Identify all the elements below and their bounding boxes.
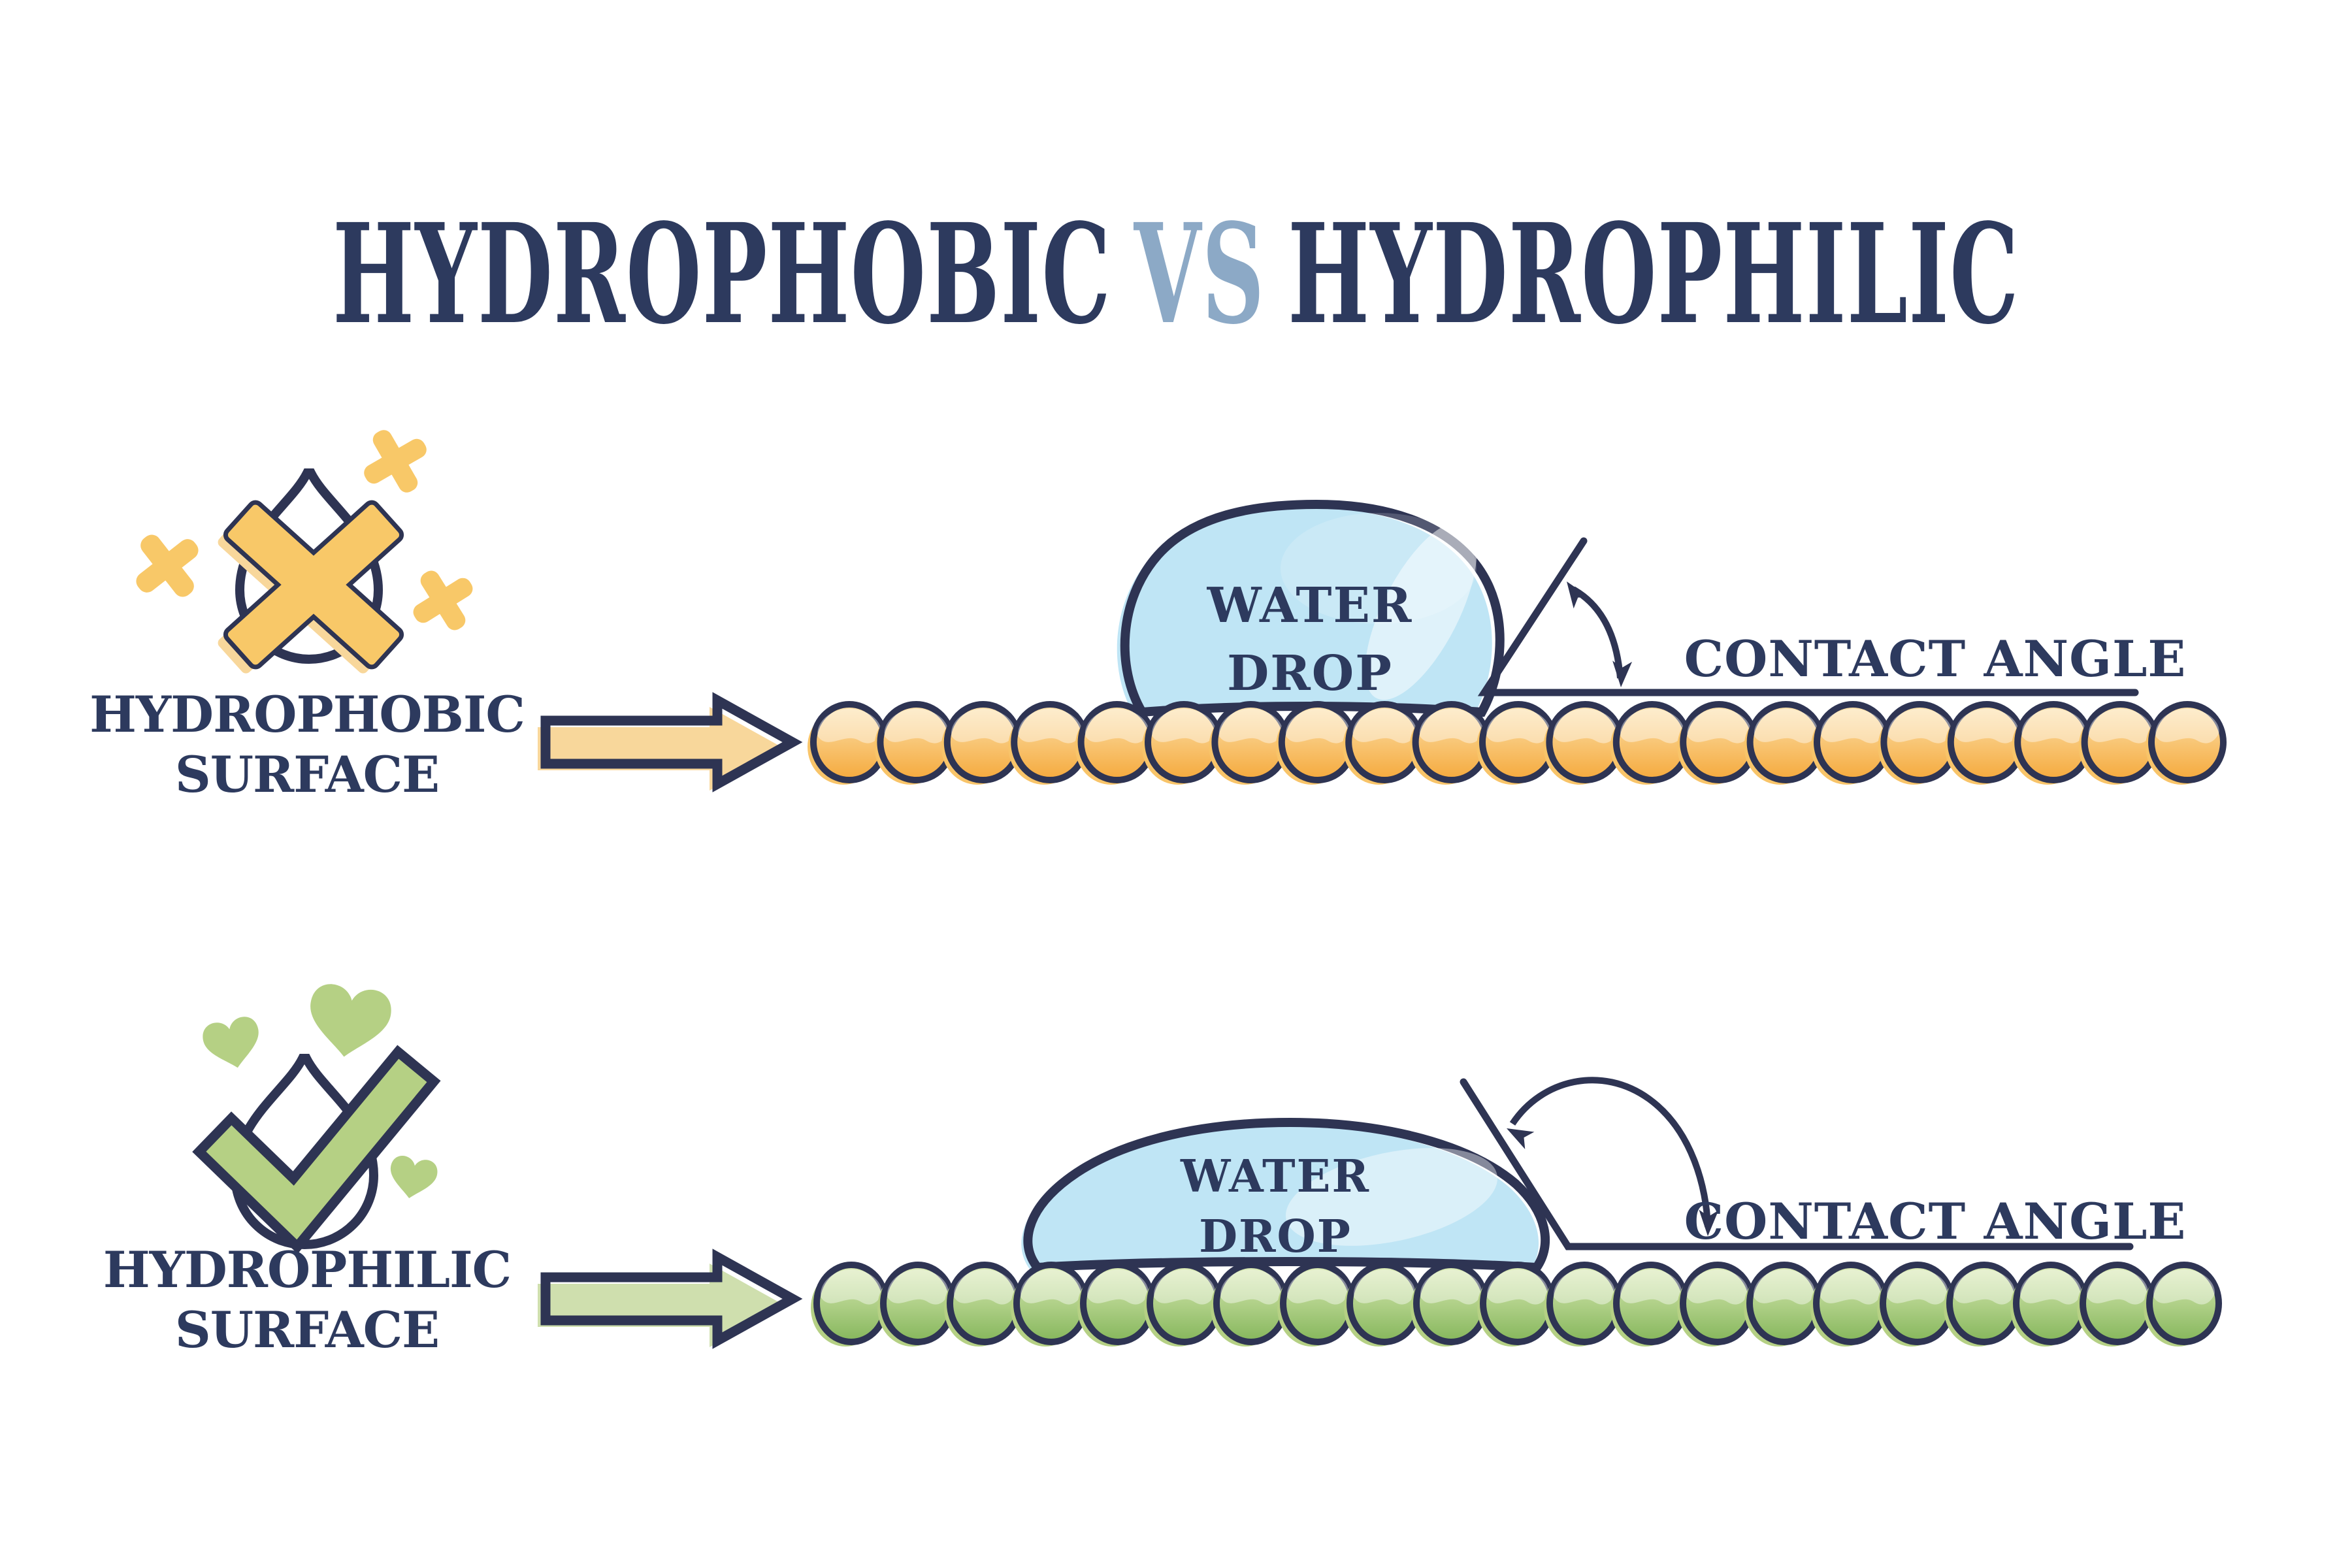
molecule <box>2144 1262 2222 1347</box>
molecule <box>874 701 956 785</box>
molecule <box>1744 1262 1822 1347</box>
title-part2: HYDROPHILIC <box>1288 194 2019 355</box>
molecule <box>1610 1262 1689 1347</box>
molecule <box>2010 1262 2089 1347</box>
molecule <box>944 1262 1022 1347</box>
hydrophobic-molecule-row <box>808 701 2227 785</box>
small-x-icon <box>136 534 199 597</box>
heart-icon <box>310 984 391 1057</box>
check-icon <box>192 1045 441 1254</box>
molecule <box>1144 1262 1222 1347</box>
molecule <box>808 701 889 785</box>
molecule <box>1343 701 1424 785</box>
molecule <box>1142 701 1223 785</box>
molecule <box>1477 1262 1556 1347</box>
molecule <box>1008 701 1090 785</box>
contact-angle-arc <box>1571 586 1624 679</box>
contact-angle-label: CONTACT ANGLE <box>1684 1192 2187 1250</box>
arrow-right-icon <box>538 692 803 792</box>
molecule <box>1211 1262 1289 1347</box>
contact-angle-arc <box>1509 1077 1711 1228</box>
hydrophobic-surface-label-line2: SURFACE <box>175 745 439 804</box>
molecule <box>2012 701 2093 785</box>
water-drop-label-line1: WATER <box>1207 578 1413 634</box>
molecule <box>1944 1262 2022 1347</box>
title-part1: HYDROPHOBIC <box>333 194 1111 355</box>
small-x-icon <box>413 570 473 630</box>
hydrophobic-section: HYDROPHOBIC SURFACE WATER DROP <box>90 430 2227 804</box>
hydrophilic-section: HYDROPHILIC SURFACE WATER DROP <box>103 984 2222 1359</box>
molecule <box>1610 701 1691 785</box>
molecule <box>1209 701 1290 785</box>
hydrophilic-surface-label-line1: HYDROPHILIC <box>103 1241 511 1299</box>
molecule <box>1411 1262 1489 1347</box>
hydrophilic-drop-icon <box>192 984 441 1254</box>
tangent-and-surface-line <box>1460 1078 2134 1250</box>
hydrophilic-surface-label-line2: SURFACE <box>175 1301 439 1359</box>
molecule <box>1677 701 1759 785</box>
cross-icon <box>223 500 404 670</box>
water-drop-hydrophilic: WATER DROP <box>1021 1117 1550 1273</box>
molecule <box>1344 1262 1422 1347</box>
molecule <box>1075 701 1156 785</box>
hydrophilic-molecule-row <box>811 1262 2222 1347</box>
water-drop-label-line1: WATER <box>1180 1151 1370 1203</box>
molecule <box>1878 701 1959 785</box>
arrowhead-icon <box>1507 1128 1535 1150</box>
molecule <box>2077 1262 2155 1347</box>
tangent-and-surface-line <box>1477 537 2139 696</box>
heart-icon <box>391 1156 438 1198</box>
molecule <box>1277 1262 1356 1347</box>
molecule <box>811 1262 889 1347</box>
molecule <box>1744 701 1825 785</box>
hydrophilic-contact-angle-annotation: CONTACT ANGLE <box>1460 1077 2187 1250</box>
hydrophobic-surface-label-line1: HYDROPHOBIC <box>90 685 525 743</box>
molecule <box>1544 1262 1622 1347</box>
molecule <box>1811 701 1892 785</box>
arrowhead-icon <box>1612 661 1633 687</box>
molecule <box>1877 1262 1955 1347</box>
molecule <box>1944 701 2026 785</box>
molecule <box>1677 1262 1756 1347</box>
molecule <box>2078 701 2160 785</box>
molecule <box>877 1262 956 1347</box>
small-x-icon <box>364 430 427 493</box>
contact-angle-label: CONTACT ANGLE <box>1684 630 2187 688</box>
molecule <box>2146 701 2227 785</box>
water-drop-label-line2: DROP <box>1199 1211 1352 1263</box>
title-vs: VS <box>1133 194 1265 355</box>
molecule <box>1077 1262 1156 1347</box>
hydrophobic-contact-angle-annotation: CONTACT ANGLE <box>1477 537 2187 696</box>
molecule <box>1543 701 1625 785</box>
water-drop-label-line2: DROP <box>1227 645 1393 702</box>
water-drop-hydrophobic: WATER DROP <box>1117 499 1505 717</box>
heart-icon <box>203 1017 259 1068</box>
hydrophobic-drop-icon <box>136 430 473 674</box>
arrowhead-icon <box>1567 581 1590 609</box>
molecule <box>1409 701 1491 785</box>
molecule <box>941 701 1022 785</box>
arrowhead-icon <box>1699 1209 1719 1236</box>
arrow-right-icon <box>538 1249 803 1349</box>
molecule <box>1810 1262 1889 1347</box>
molecule <box>1011 1262 1089 1347</box>
molecule <box>1477 701 1558 785</box>
molecule <box>1275 701 1357 785</box>
